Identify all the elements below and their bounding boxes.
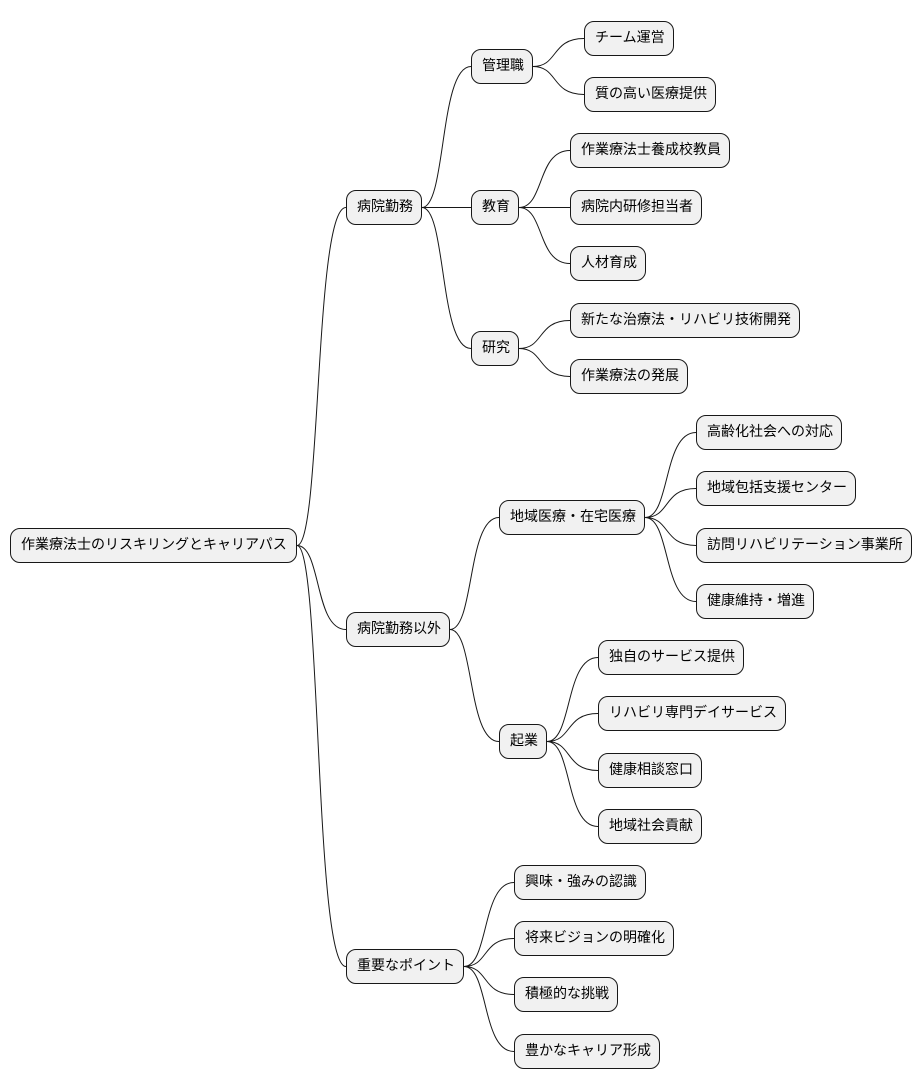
leaf-original-service: 独自のサービス提供 [598,640,744,675]
edge-sub-research-leaf-ot-development [518,348,571,377]
sub-education: 教育 [471,190,519,225]
leaf-new-therapy: 新たな治療法・リハビリ技術開発 [570,303,800,338]
edge-branch-key-points-leaf-active-challenge [463,966,515,995]
branch-outside: 病院勤務以外 [346,612,450,647]
leaf-health-promotion: 健康維持・増進 [696,584,814,619]
edge-root-node-branch-key-points [296,545,347,967]
edge-sub-community-leaf-home-rehab [644,517,697,546]
edge-sub-community-leaf-health-promotion [644,517,697,602]
edge-sub-management-leaf-quality-care [532,66,585,95]
edge-sub-education-leaf-talent-development [518,207,571,264]
edge-sub-startup-leaf-rehab-dayservice [546,713,599,742]
edge-branch-hospital-sub-research [421,207,472,349]
leaf-support-center: 地域包括支援センター [696,471,856,506]
leaf-community-contribution: 地域社会貢献 [598,809,702,844]
leaf-ot-development: 作業療法の発展 [570,359,688,394]
branch-key-points: 重要なポイント [346,949,464,984]
sub-management: 管理職 [471,49,533,84]
edge-sub-community-leaf-aging-society [644,432,697,518]
edge-sub-research-leaf-new-therapy [518,320,571,349]
edge-branch-hospital-sub-management [421,66,472,208]
leaf-aging-society: 高齢化社会への対応 [696,415,842,450]
sub-research: 研究 [471,331,519,366]
edge-sub-startup-leaf-community-contribution [546,741,599,827]
edge-branch-outside-sub-startup [449,629,500,742]
sub-startup: 起業 [499,724,547,759]
leaf-training-staff: 病院内研修担当者 [570,190,702,225]
edge-sub-startup-leaf-original-service [546,657,599,742]
leaf-future-vision: 将来ビジョンの明確化 [514,921,674,956]
leaf-rich-career: 豊かなキャリア形成 [514,1034,660,1069]
leaf-team-management: チーム運営 [584,21,674,56]
sub-community: 地域医療・在宅医療 [499,500,645,535]
edge-branch-outside-sub-community [449,517,500,630]
branch-hospital: 病院勤務 [346,190,422,225]
edge-root-node-branch-outside [296,545,347,630]
leaf-active-challenge: 積極的な挑戦 [514,977,618,1012]
edge-branch-key-points-leaf-interests-strengths [463,882,515,967]
edge-sub-community-leaf-support-center [644,488,697,518]
edge-branch-key-points-leaf-future-vision [463,938,515,967]
edge-sub-education-leaf-school-teacher [518,150,571,208]
leaf-rehab-dayservice: リハビリ専門デイサービス [598,696,786,731]
edge-sub-management-leaf-team-management [532,38,585,67]
leaf-school-teacher: 作業療法士養成校教員 [570,133,730,168]
edge-sub-startup-leaf-health-consult [546,741,599,771]
root-node: 作業療法士のリスキリングとキャリアパス [10,528,297,563]
leaf-interests-strengths: 興味・強みの認識 [514,865,646,900]
edge-branch-key-points-leaf-rich-career [463,966,515,1052]
leaf-quality-care: 質の高い医療提供 [584,77,716,112]
leaf-home-rehab: 訪問リハビリテーション事業所 [696,528,912,563]
leaf-health-consult: 健康相談窓口 [598,753,702,788]
leaf-talent-development: 人材育成 [570,246,646,281]
edge-root-node-branch-hospital [296,207,347,546]
